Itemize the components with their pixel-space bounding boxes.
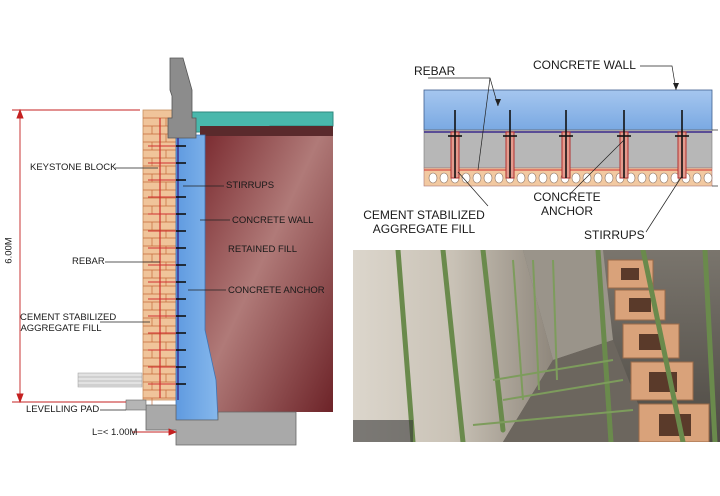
label-concrete-anchor-plan-line2: ANCHOR <box>540 204 593 218</box>
label-aggregate-fill-plan-line1: CEMENT STABILIZED <box>363 208 485 222</box>
label-aggregate-fill-plan-line2: AGGREGATE FILL <box>372 222 476 236</box>
label-stirrups-plan: STIRRUPS <box>584 228 645 242</box>
label-height-dim: 6.00M <box>3 237 15 264</box>
label-concrete-wall-plan: CONCRETE WALL <box>533 58 636 72</box>
label-aggregate-fill-section: CEMENT STABILIZED AGGREGATE FILL <box>20 312 117 334</box>
label-retained-fill: RETAINED FILL <box>228 244 297 255</box>
label-concrete-anchor-plan: CONCRETE ANCHOR <box>512 190 622 218</box>
label-concrete-anchor-section: CONCRETE ANCHOR <box>228 285 325 296</box>
label-concrete-wall-section: CONCRETE WALL <box>232 215 314 226</box>
construction-photo <box>353 250 720 442</box>
wall-cap <box>167 57 197 139</box>
width-dimension <box>132 428 178 436</box>
label-width-dim: L=< 1.00M <box>92 427 138 438</box>
levelling-pad <box>125 399 147 411</box>
label-aggregate-fill-plan: CEMENT STABILIZED AGGREGATE FILL <box>354 208 494 236</box>
label-concrete-anchor-plan-line1: CONCRETE <box>533 190 601 204</box>
label-aggregate-fill-line2: AGGREGATE FILL <box>20 323 102 334</box>
construction-photo-art <box>353 250 720 442</box>
label-aggregate-fill-line1: CEMENT STABILIZED <box>20 312 117 323</box>
label-keystone-block: KEYSTONE BLOCK <box>30 162 117 173</box>
label-levelling-pad: LEVELLING PAD <box>26 404 100 415</box>
label-rebar-section: REBAR <box>72 256 105 267</box>
label-stirrups-section: STIRRUPS <box>226 180 275 191</box>
label-rebar-plan: REBAR <box>414 64 456 78</box>
ground-hatch <box>77 372 143 388</box>
plan-concrete-wall <box>423 89 713 131</box>
height-dimension <box>12 108 140 404</box>
retained-fill <box>205 136 333 412</box>
footing <box>145 404 297 446</box>
